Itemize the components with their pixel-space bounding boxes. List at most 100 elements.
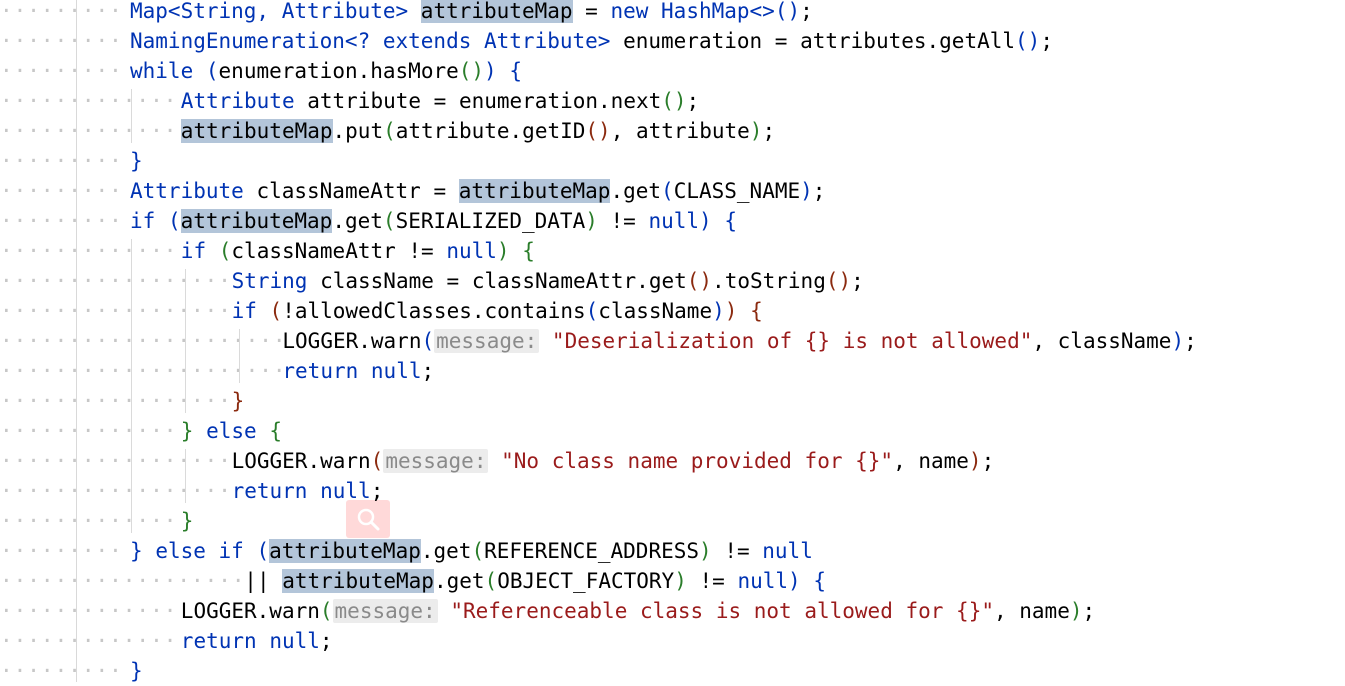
code-token: ): [496, 239, 510, 263]
whitespace-marker: ·················: [0, 299, 232, 323]
whitespace-marker: ·············: [0, 89, 178, 113]
code-token: enumeration.hasMore: [218, 59, 459, 83]
code-token: ): [800, 179, 813, 203]
code-line[interactable]: ·················return null;: [0, 476, 1345, 506]
code-token: else: [206, 419, 257, 443]
code-token: ;: [812, 179, 826, 203]
code-token: className = classNameAttr.get: [307, 269, 687, 293]
code-line[interactable]: ·········}: [0, 146, 1345, 176]
code-token: (: [383, 119, 396, 143]
code-line[interactable]: ··················|| attributeMap.get(OB…: [0, 566, 1345, 596]
code-line[interactable]: ·················LOGGER.warn(message: "N…: [0, 446, 1345, 476]
code-line[interactable]: ·········Attribute classNameAttr = attri…: [0, 176, 1345, 206]
code-token: [143, 539, 156, 563]
search-overlay-button[interactable]: [346, 500, 390, 538]
highlighted-identifier: attributeMap: [180, 119, 333, 143]
code-token: ): [699, 539, 712, 563]
code-token: [510, 239, 523, 263]
code-line[interactable]: ········· if (attributeMap.get(SERIALIZED…: [0, 206, 1345, 236]
code-token: (: [167, 209, 181, 233]
code-token: {: [750, 299, 763, 323]
code-token: ): [712, 299, 725, 323]
code-line[interactable]: ·················String className = clas…: [0, 266, 1345, 296]
code-token: .toString: [712, 269, 826, 293]
whitespace-marker: ·············: [0, 419, 178, 443]
code-text: if (classNameAttr != null) {: [181, 236, 535, 266]
code-token: (): [774, 0, 801, 23]
code-line[interactable]: ·············Attribute attribute = enume…: [0, 86, 1345, 116]
code-line[interactable]: ·············if (classNameAttr != null) …: [0, 236, 1345, 266]
code-token: (: [471, 539, 485, 563]
highlighted-identifier: attributeMap: [458, 179, 611, 203]
code-token: ): [968, 449, 982, 473]
parameter-hint: message:: [383, 449, 489, 473]
code-line[interactable]: ·········}: [0, 656, 1345, 686]
code-token: (: [319, 599, 333, 623]
whitespace-marker: ·········: [0, 539, 123, 563]
gutter-separator: [76, 0, 77, 682]
code-token: (: [256, 539, 270, 563]
code-line[interactable]: ········· NamingEnumeration<? extends Att…: [0, 26, 1345, 56]
code-token: (: [218, 239, 232, 263]
code-token: (): [825, 269, 852, 293]
code-token: [712, 209, 725, 233]
code-text: if (attributeMap.get(SERIALIZED_DATA) !=…: [130, 206, 737, 236]
code-line[interactable]: ·················}: [0, 386, 1345, 416]
code-token: null: [320, 479, 371, 503]
code-text: return null;: [282, 356, 434, 386]
code-token: (: [585, 299, 599, 323]
code-token: [257, 419, 270, 443]
code-token: ): [674, 569, 687, 593]
indent-guide: [131, 239, 132, 533]
code-token: ): [1171, 329, 1185, 353]
code-token: ): [699, 209, 712, 233]
code-token: while: [130, 59, 194, 83]
code-token: classNameAttr =: [243, 179, 459, 203]
code-token: return: [180, 629, 257, 653]
code-line[interactable]: ·············} else {: [0, 416, 1345, 446]
code-token: , attribute: [610, 119, 750, 143]
whitespace-marker: ·············: [0, 599, 178, 623]
code-token: enumeration = attributes.getAll: [610, 29, 1016, 53]
whitespace-marker: ·············: [0, 509, 178, 533]
code-line[interactable]: ·····················return null;: [0, 356, 1345, 386]
code-token: (: [205, 59, 219, 83]
code-line[interactable]: ·············LOGGER.warn(message: "Refer…: [0, 596, 1345, 626]
code-line[interactable]: ·········while (enumeration.hasMore()) {: [0, 56, 1345, 86]
code-token: (: [421, 329, 435, 353]
code-line[interactable]: ·············return null;: [0, 626, 1345, 656]
highlighted-identifier: attributeMap: [269, 539, 421, 563]
code-token: .get: [610, 179, 662, 203]
code-token: [244, 539, 257, 563]
code-token: [257, 629, 270, 653]
code-line[interactable]: ·············}: [0, 506, 1345, 536]
code-line[interactable]: ········· } else if (attributeMap.get(REF…: [0, 536, 1345, 566]
code-token: ): [585, 209, 598, 233]
code-token: (: [370, 449, 384, 473]
code-token: }: [130, 539, 143, 563]
code-token: Attribute: [180, 89, 295, 113]
code-line[interactable]: ·················if (!allowedClasses.con…: [0, 296, 1345, 326]
code-token: ): [484, 59, 497, 83]
code-token: else if: [155, 539, 244, 563]
code-line[interactable]: ·····················LOGGER.warn(message…: [0, 326, 1345, 356]
code-token: NamingEnumeration<? extends Attribute>: [130, 29, 611, 53]
code-token: {: [813, 569, 826, 593]
code-text: if (!allowedClasses.contains(className))…: [232, 296, 763, 326]
whitespace-marker: ·········: [0, 209, 123, 233]
code-token: !=: [597, 209, 649, 233]
code-text: LOGGER.warn(message: "Deserialization of…: [282, 326, 1197, 356]
code-token: !=: [686, 569, 738, 593]
code-token: !allowedClasses.contains: [282, 299, 586, 323]
whitespace-marker: ·········: [0, 29, 123, 53]
code-text: }: [181, 506, 194, 536]
highlighted-identifier: attributeMap: [420, 0, 573, 23]
code-line[interactable]: ·········Map<String, Attribute> attribut…: [0, 0, 1345, 26]
code-token: {: [724, 209, 737, 233]
whitespace-marker: ·········: [0, 0, 123, 23]
code-line[interactable]: ·············attributeMap.put(attribute.…: [0, 116, 1345, 146]
code-token: HashMap<>: [648, 0, 775, 23]
code-token: [155, 209, 168, 233]
code-text: } else if (attributeMap.get(REFERENCE_AD…: [130, 536, 813, 566]
